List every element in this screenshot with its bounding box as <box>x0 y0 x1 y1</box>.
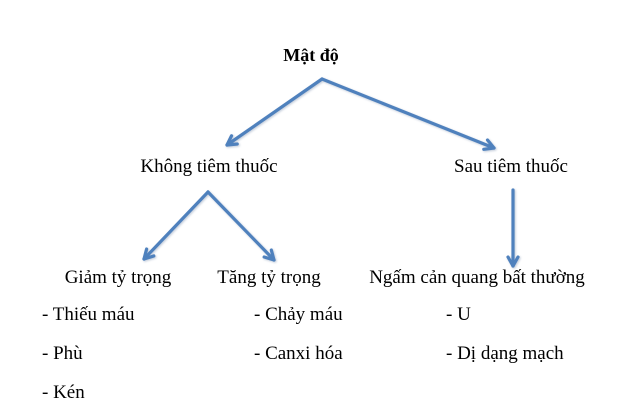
branch-node-no-contrast: Không tiêm thuốc <box>140 156 278 177</box>
list-item: - Kén <box>42 382 85 403</box>
list-item: - Thiếu máu <box>42 304 135 325</box>
root-node: Mật độ <box>283 45 339 65</box>
arrow-root-to-right-branch <box>320 77 496 151</box>
list-item: - Canxi hóa <box>254 343 343 364</box>
list-item: - Dị dạng mạch <box>446 343 564 364</box>
category-node-decreased-density: Giảm tỷ trọng <box>64 267 172 288</box>
arrow-left-branch-to-category-1 <box>142 190 210 261</box>
list-item: - Phù <box>42 343 83 364</box>
item-list-increased-density: - Chảy máu - Canxi hóa <box>254 304 343 382</box>
arrow-root-to-left-branch <box>225 77 324 147</box>
item-list-abnormal-enhancement: - U - Dị dạng mạch <box>446 304 564 382</box>
list-item: - U <box>446 304 471 325</box>
branch-node-post-contrast: Sau tiêm thuốc <box>454 156 568 177</box>
arrow-left-branch-to-category-2 <box>206 190 276 262</box>
list-item: - Chảy máu <box>254 304 343 325</box>
category-node-increased-density: Tăng tỷ trọng <box>217 267 321 288</box>
item-list-decreased-density: - Thiếu máu - Phù - Kén <box>42 304 135 411</box>
category-node-abnormal-enhancement: Ngấm cản quang bất thường <box>369 267 585 288</box>
